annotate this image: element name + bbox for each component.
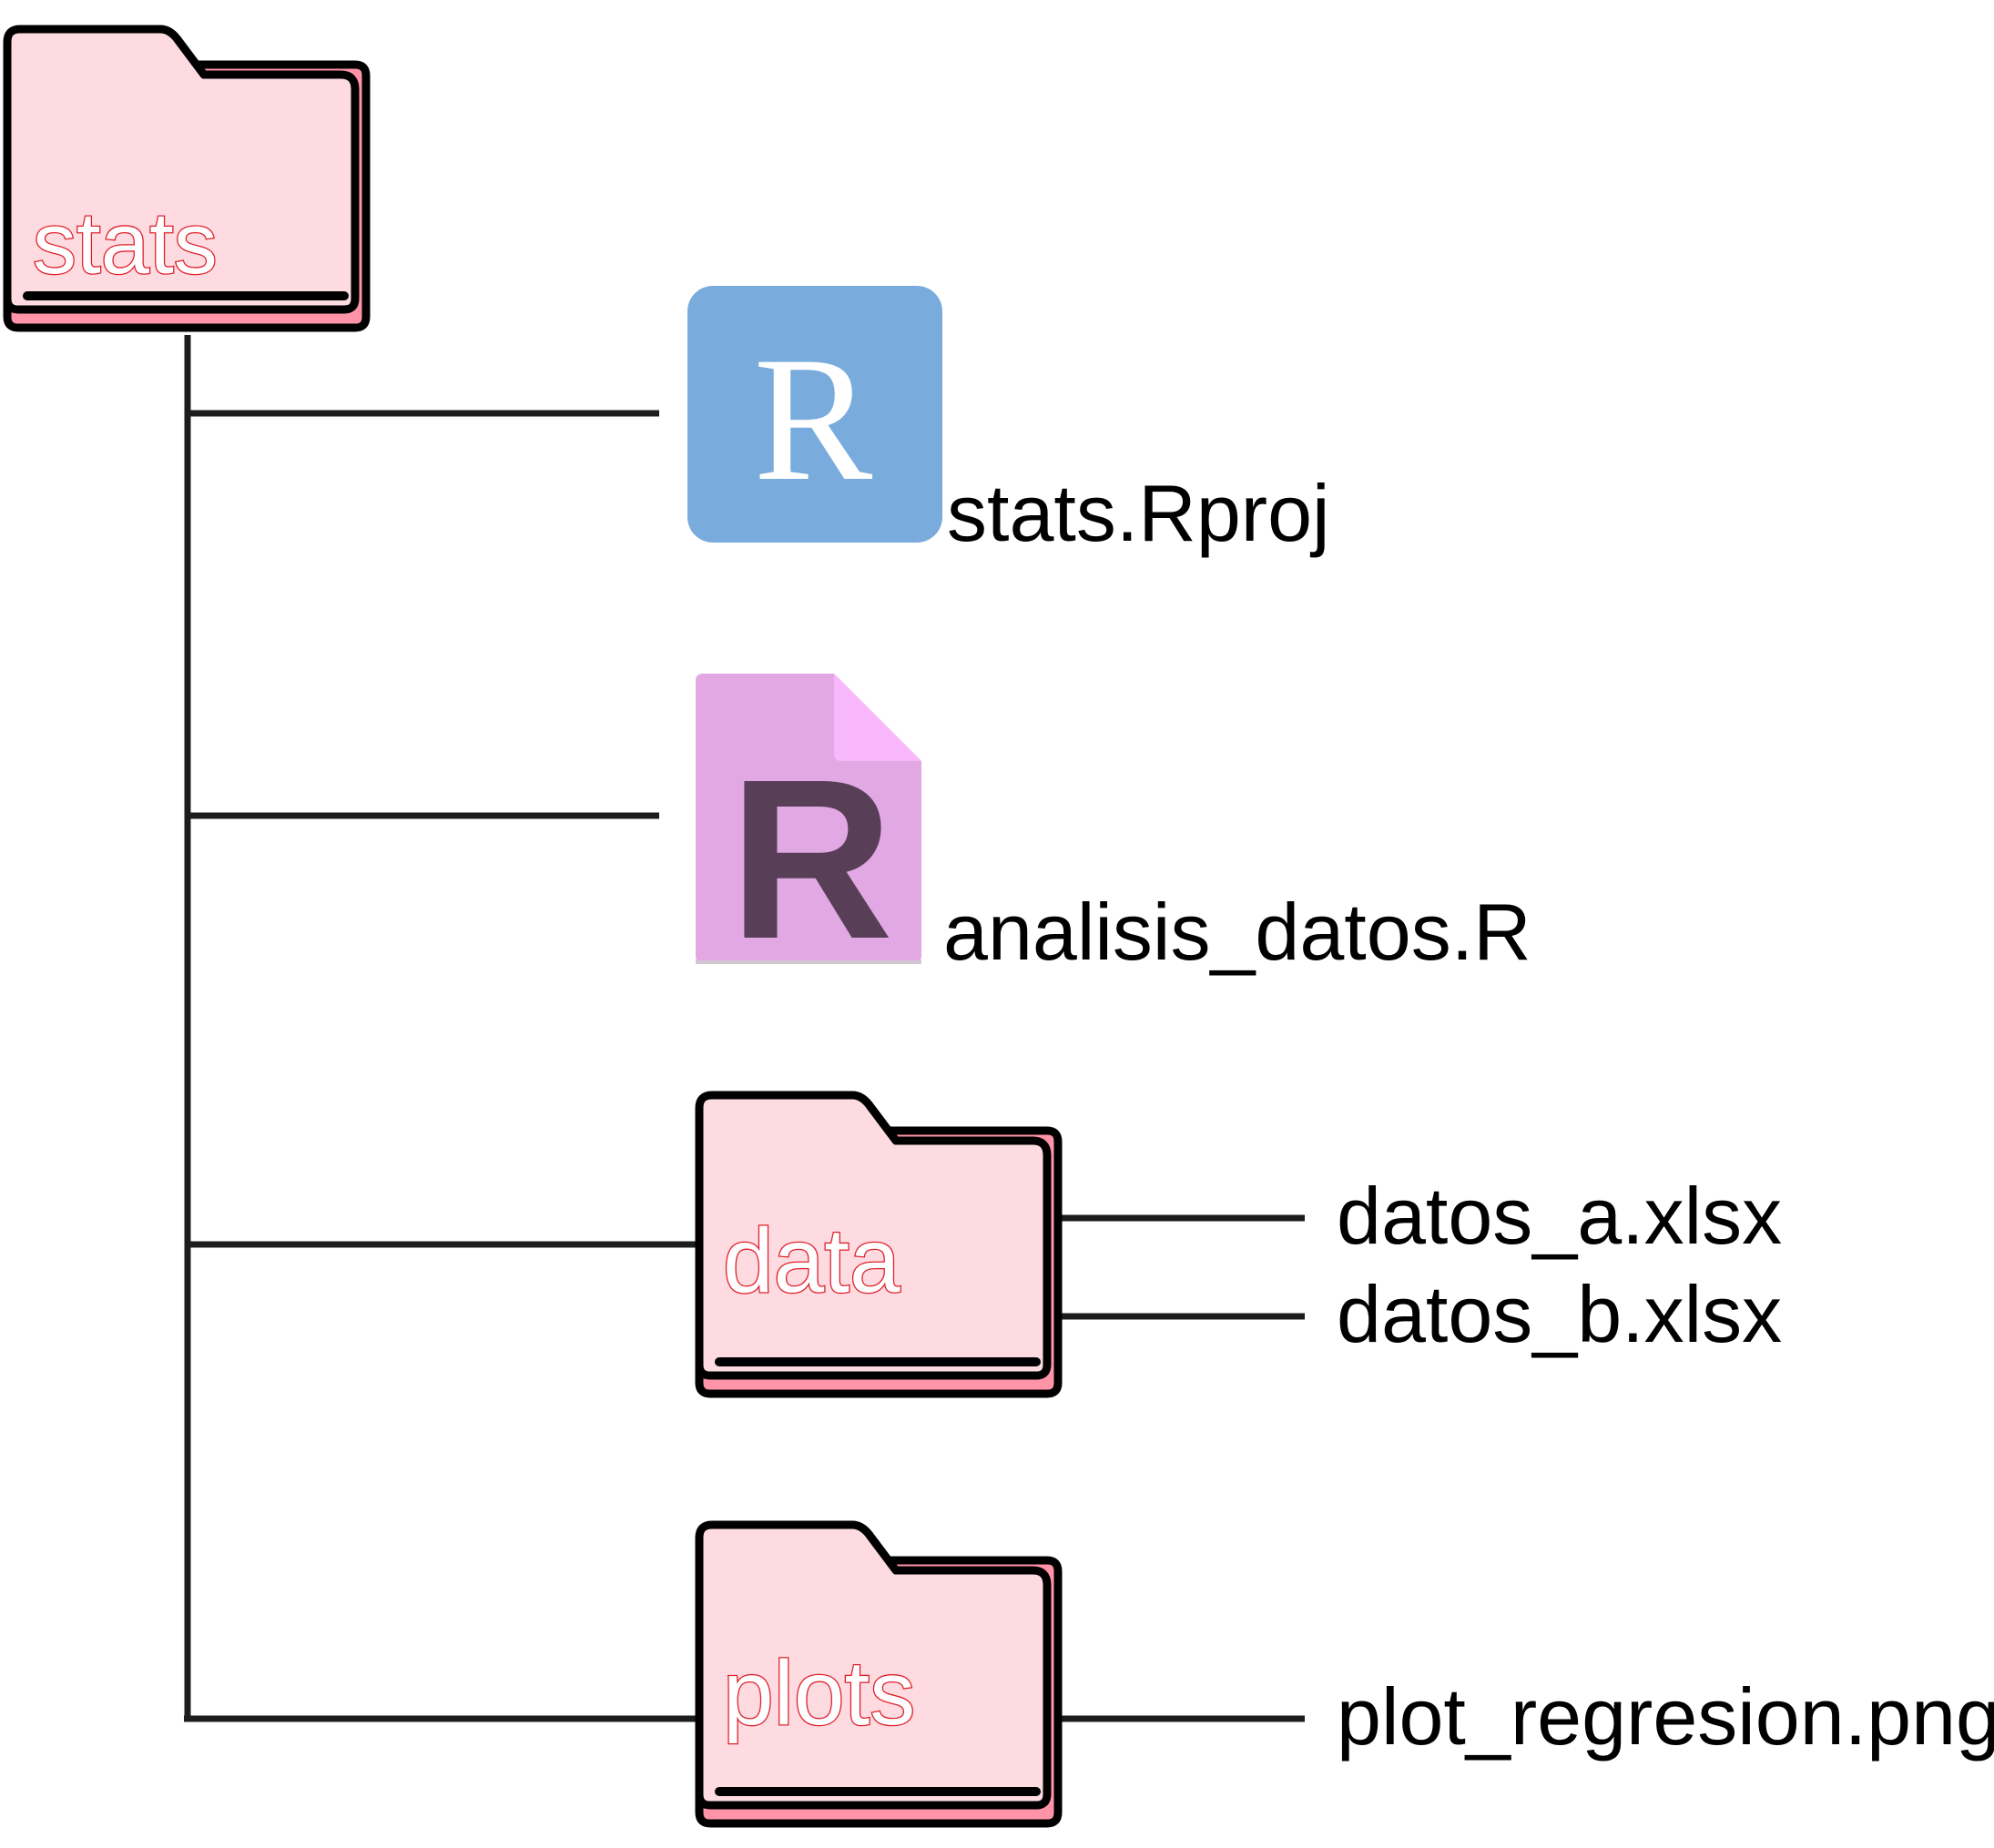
tree-connectors [184, 335, 1305, 1722]
rproj-file[interactable]: R stats.Rproj [687, 286, 1330, 558]
data-folder-label: data [723, 1210, 900, 1312]
plots-folder[interactable]: plots [699, 1525, 1058, 1823]
root-folder[interactable]: stats [7, 29, 366, 328]
root-folder-label: stats [33, 195, 218, 292]
rproj-glyph: R [754, 320, 873, 518]
r-script-glyph: R [729, 732, 894, 986]
datos-a-filename[interactable]: datos_a.xlsx [1337, 1171, 1782, 1261]
data-folder[interactable]: data [699, 1095, 1058, 1394]
r-script-filename: analisis_datos.R [943, 887, 1531, 977]
rproj-icon: R [687, 286, 942, 543]
r-script-icon: R [696, 674, 921, 986]
datos-b-filename[interactable]: datos_b.xlsx [1337, 1269, 1782, 1359]
rproj-filename: stats.Rproj [947, 468, 1330, 558]
plot-regresion-filename[interactable]: plot_regresion.png [1337, 1671, 1994, 1762]
plots-folder-label: plots [723, 1642, 915, 1744]
r-script-file[interactable]: R analisis_datos.R [696, 674, 1531, 986]
